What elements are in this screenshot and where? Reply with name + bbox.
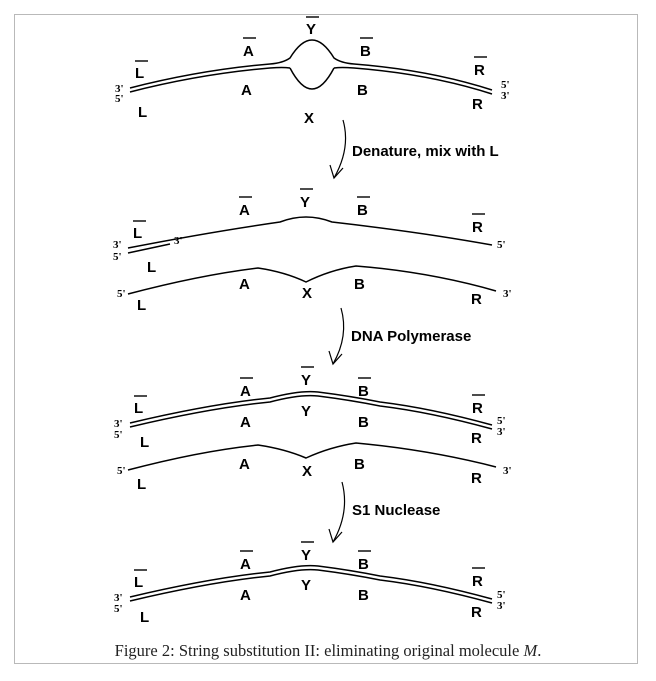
label-B-bar: B bbox=[360, 43, 371, 60]
caption-end: . bbox=[537, 641, 542, 660]
strand-bottom bbox=[127, 265, 497, 295]
end-5prime: 5' bbox=[497, 589, 506, 601]
label-A-bar: A bbox=[240, 556, 251, 573]
label-X: X bbox=[302, 463, 312, 480]
label-R: R bbox=[472, 96, 483, 113]
figure-caption: Figure 2: String substitution II: elimin… bbox=[0, 641, 656, 661]
label-X: X bbox=[304, 110, 314, 127]
figure-frame bbox=[14, 14, 638, 664]
end-3prime: 3' bbox=[497, 600, 506, 612]
label-Y-bar: Y bbox=[301, 547, 311, 564]
end-5prime: 5' bbox=[115, 93, 124, 105]
panel-1: L A Y B R L A X B R 3' 5' 5' 3' bbox=[115, 16, 510, 127]
label-A: A bbox=[239, 456, 250, 473]
label-Y-bar: Y bbox=[306, 21, 316, 38]
step-label-denature: Denature, mix with L bbox=[352, 143, 499, 160]
strand-top bbox=[129, 390, 493, 426]
label-A: A bbox=[240, 414, 251, 431]
label-Y: Y bbox=[301, 577, 311, 594]
strand-top-inner-right bbox=[333, 66, 493, 95]
label-L-primer: L bbox=[147, 259, 156, 276]
end-5prime: 5' bbox=[114, 603, 123, 615]
label-Y-bar: Y bbox=[300, 194, 310, 211]
label-B: B bbox=[358, 414, 369, 431]
label-L: L bbox=[140, 609, 149, 626]
strand-top-inner bbox=[129, 394, 493, 430]
panel-3: L A Y B R L A Y B R 3' 5' 5' 3' 5' L A X… bbox=[114, 366, 512, 493]
strand-top-inner bbox=[129, 568, 493, 604]
label-R: R bbox=[471, 430, 482, 447]
label-L-bar: L bbox=[135, 65, 144, 82]
label-R-bar: R bbox=[472, 219, 483, 236]
end-3prime: 3' bbox=[503, 465, 512, 477]
label-B-bar: B bbox=[357, 202, 368, 219]
end-3prime: 3' bbox=[497, 426, 506, 438]
label-R-bar: R bbox=[472, 573, 483, 590]
end-3prime: 3' bbox=[501, 90, 510, 102]
label-Y: Y bbox=[301, 403, 311, 420]
end-5prime: 5' bbox=[117, 465, 126, 477]
primer-L bbox=[127, 243, 171, 254]
label-R-bar: R bbox=[472, 400, 483, 417]
end-5prime: 5' bbox=[501, 79, 510, 91]
label-B: B bbox=[354, 456, 365, 473]
end-5prime: 5' bbox=[113, 251, 122, 263]
end-5prime: 5' bbox=[114, 429, 123, 441]
primer-3prime: 3' bbox=[174, 235, 183, 247]
label-B-bar: B bbox=[358, 383, 369, 400]
label-R: R bbox=[471, 291, 482, 308]
caption-symbol: M bbox=[523, 641, 538, 660]
label-X: X bbox=[302, 285, 312, 302]
label-A-bar: A bbox=[239, 202, 250, 219]
strand-top-inner bbox=[129, 66, 291, 93]
strand-top bbox=[129, 39, 493, 91]
label-Y-bar: Y bbox=[301, 372, 311, 389]
strand-top bbox=[127, 216, 493, 249]
label-B: B bbox=[358, 587, 369, 604]
step-label-polymerase: DNA Polymerase bbox=[351, 328, 471, 345]
end-5prime: 5' bbox=[497, 239, 506, 251]
caption-text: Figure 2: String substitution II: elimin… bbox=[114, 641, 524, 660]
strand-bottom bbox=[289, 67, 335, 90]
strand-bottom bbox=[127, 442, 497, 471]
label-A: A bbox=[240, 587, 251, 604]
label-L: L bbox=[138, 104, 147, 121]
end-3prime: 3' bbox=[114, 418, 123, 430]
label-A-bar: A bbox=[240, 383, 251, 400]
label-A: A bbox=[239, 276, 250, 293]
panel-4: L A Y B R L A Y B R 3' 5' 5' 3' bbox=[114, 541, 506, 626]
label-A-bar: A bbox=[243, 43, 254, 60]
label-R: R bbox=[471, 604, 482, 621]
label-R-bar: R bbox=[474, 62, 485, 79]
step-arrow-3: S1 Nuclease bbox=[328, 481, 440, 544]
strand-top bbox=[129, 564, 493, 600]
panel-2: L A Y B R L 3' 3' 5' 5' 5' L A X B R 3' bbox=[113, 188, 512, 314]
label-L-bar: L bbox=[134, 574, 143, 591]
step-label-nuclease: S1 Nuclease bbox=[352, 502, 440, 519]
end-5prime: 5' bbox=[497, 415, 506, 427]
label-L: L bbox=[137, 297, 146, 314]
label-R: R bbox=[471, 470, 482, 487]
step-arrow-1: Denature, mix with L bbox=[329, 119, 499, 180]
label-L-bar: L bbox=[134, 400, 143, 417]
label-L-bar: L bbox=[133, 225, 142, 242]
label-A: A bbox=[241, 82, 252, 99]
label-B: B bbox=[354, 276, 365, 293]
end-3prime: 3' bbox=[113, 239, 122, 251]
label-L: L bbox=[137, 476, 146, 493]
label-B-bar: B bbox=[358, 556, 369, 573]
end-3prime: 3' bbox=[503, 288, 512, 300]
end-3prime: 3' bbox=[115, 83, 124, 95]
label-L: L bbox=[140, 434, 149, 451]
step-arrow-2: DNA Polymerase bbox=[328, 307, 471, 366]
end-5prime: 5' bbox=[117, 288, 126, 300]
end-3prime: 3' bbox=[114, 592, 123, 604]
label-B: B bbox=[357, 82, 368, 99]
